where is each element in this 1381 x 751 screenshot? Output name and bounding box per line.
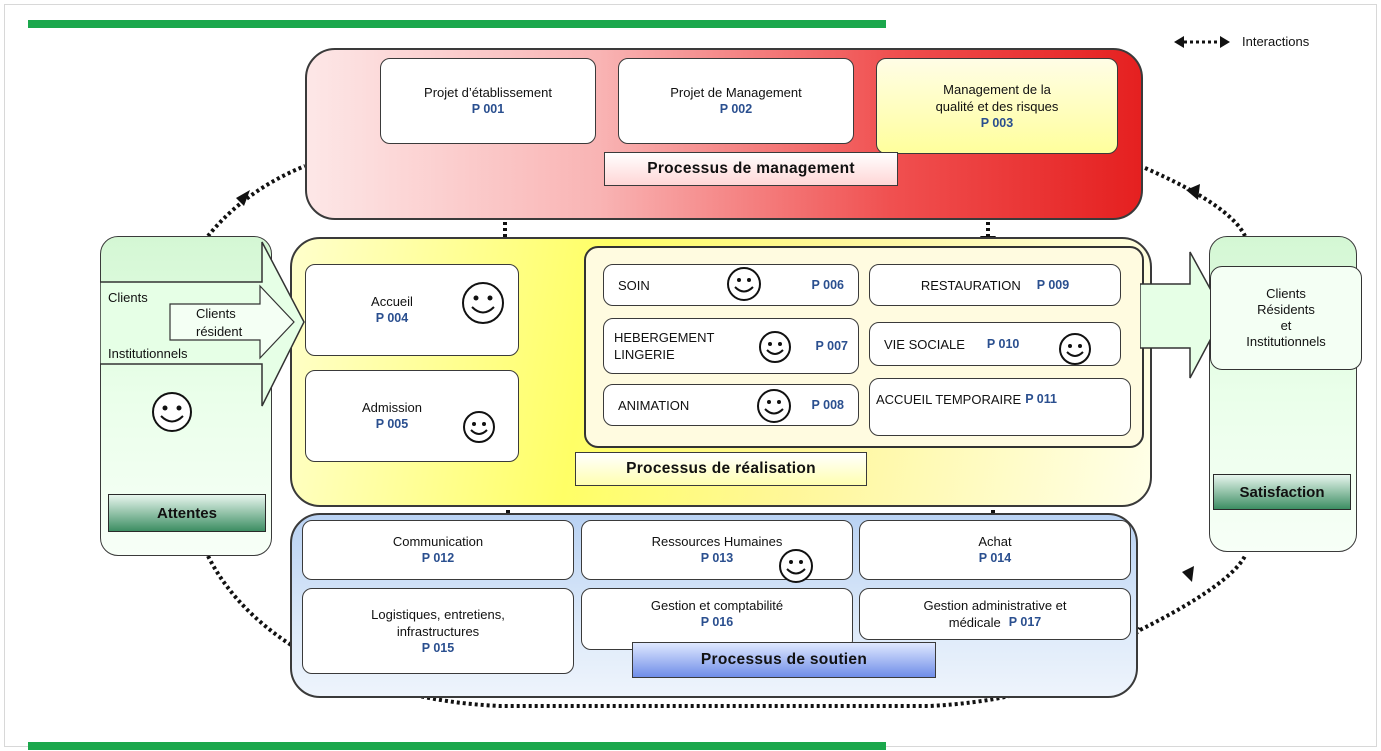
process-code: P 010 [986, 336, 1020, 351]
process-p004[interactable]: Accueil P 004 [305, 264, 519, 356]
smiley-icon [1059, 333, 1091, 365]
process-name-line1: Management de la [943, 81, 1051, 97]
top-green-bar [28, 20, 886, 28]
left-input-arrow [100, 241, 305, 407]
process-code: P 005 [375, 417, 409, 431]
right-output-arrow [1140, 251, 1225, 379]
process-name-line2: LINGERIE [614, 347, 675, 362]
process-code: P 002 [719, 102, 753, 116]
process-name: VIE SOCIALE [884, 336, 965, 352]
process-name: Ressources Humaines [651, 534, 783, 549]
smiley-icon [727, 267, 761, 301]
process-code: P 013 [700, 551, 734, 565]
process-code: P 003 [980, 115, 1014, 130]
process-name: Projet d’établissement [424, 85, 552, 100]
bottom-green-bar [28, 742, 886, 750]
process-name: ANIMATION [618, 397, 690, 413]
process-name: RESTAURATION [920, 277, 1021, 293]
smiley-icon [759, 331, 791, 363]
left-clients-resident-2: résident [196, 324, 243, 339]
process-p003[interactable]: Management de la qualité et des risques … [876, 58, 1118, 154]
realisation-label: Processus de réalisation [575, 452, 867, 486]
smiley-icon [462, 282, 504, 324]
process-name: Gestion et comptabilité [650, 598, 784, 613]
right-line1: Clients [1266, 286, 1306, 301]
process-name: Projet de Management [670, 85, 802, 100]
process-p009[interactable]: RESTAURATION P 009 [869, 264, 1121, 306]
process-code: P 008 [811, 397, 844, 412]
smiley-icon [757, 389, 791, 423]
process-name-line2: infrastructures [396, 623, 480, 639]
process-name-line2-wrap: médicale P 017 [949, 614, 1041, 631]
process-name-line1: Logistiques, entretiens, [371, 606, 505, 622]
right-clients-box: Clients Résidents et Institutionnels [1210, 266, 1362, 370]
smiley-icon [463, 411, 495, 443]
management-label: Processus de management [604, 152, 898, 186]
process-name: Admission [362, 400, 422, 415]
process-p008[interactable]: ANIMATION P 008 [603, 384, 859, 426]
process-p012[interactable]: Communication P 012 [302, 520, 574, 580]
process-code: P 016 [700, 615, 734, 629]
right-line3: et [1280, 318, 1292, 333]
smiley-icon [779, 549, 813, 583]
process-code: P 015 [421, 640, 455, 655]
soutien-label: Processus de soutien [632, 642, 936, 678]
satisfaction-label: Satisfaction [1213, 474, 1351, 510]
process-name-line1: HEBERGEMENT [614, 330, 715, 345]
process-code: P 001 [471, 102, 505, 116]
attentes-label: Attentes [108, 494, 266, 532]
process-name-line1: Gestion administrative et [923, 598, 1067, 613]
process-code: P 007 [815, 338, 848, 353]
process-p002[interactable]: Projet de Management P 002 [618, 58, 854, 144]
smiley-icon [152, 392, 192, 432]
process-p001[interactable]: Projet d’établissement P 001 [380, 58, 596, 144]
process-name: Accueil [371, 294, 413, 309]
process-p011[interactable]: ACCUEIL TEMPORAIRE P 011 [869, 378, 1131, 436]
process-p014[interactable]: Achat P 014 [859, 520, 1131, 580]
left-institutionnels: Institutionnels [108, 346, 188, 361]
process-p017[interactable]: Gestion administrative et médicale P 017 [859, 588, 1131, 640]
process-code: P 009 [1036, 277, 1070, 292]
process-name: Achat [978, 534, 1012, 549]
process-code: P 011 [1025, 392, 1057, 406]
process-name: Communication [392, 534, 484, 549]
process-code: P 017 [1008, 615, 1042, 629]
right-line2: Résidents [1257, 302, 1315, 317]
left-clients: Clients [108, 290, 148, 305]
legend-label: Interactions [1242, 34, 1310, 49]
process-p016[interactable]: Gestion et comptabilité P 016 [581, 588, 853, 650]
process-name-line2: médicale [948, 615, 1001, 630]
right-line4: Institutionnels [1246, 334, 1326, 349]
process-name-line2: qualité et des risques [935, 98, 1059, 114]
process-p015[interactable]: Logistiques, entretiens, infrastructures… [302, 588, 574, 674]
process-name: SOIN [618, 277, 650, 293]
process-name: ACCUEIL TEMPORAIRE [876, 392, 1022, 407]
process-code: P 004 [375, 311, 409, 325]
left-clients-resident-1: Clients [196, 306, 236, 321]
process-name: HEBERGEMENT LINGERIE [614, 329, 714, 363]
process-code: P 012 [421, 551, 455, 565]
double-arrow-icon [1174, 36, 1230, 48]
process-code: P 014 [978, 551, 1012, 565]
process-p007[interactable]: HEBERGEMENT LINGERIE P 007 [603, 318, 859, 374]
legend: Interactions [1172, 32, 1352, 52]
process-code: P 006 [811, 277, 844, 292]
